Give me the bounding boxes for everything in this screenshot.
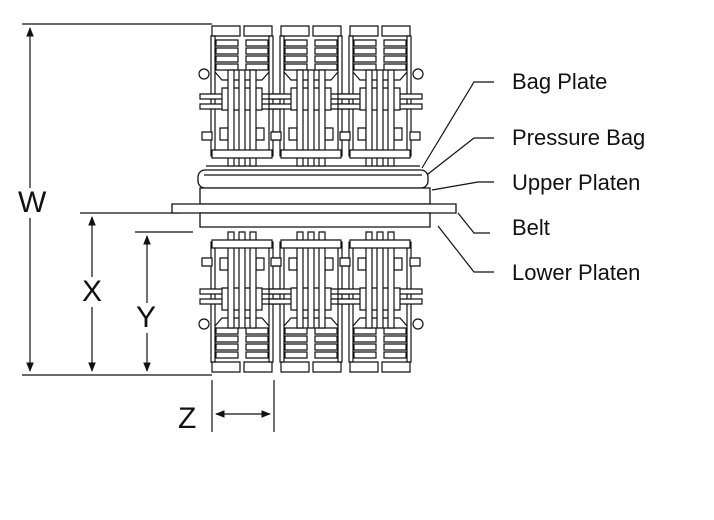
y-dimension-label: Y (135, 301, 158, 334)
lower-platen-label: Lower Platen (512, 260, 641, 285)
w-dimension-label: W (17, 186, 48, 219)
platen-layers (172, 166, 456, 227)
pressure-bag-label: Pressure Bag (512, 125, 646, 150)
lower-platen-leader (438, 226, 494, 272)
upper-platen-leader (432, 182, 494, 190)
upper-platen-shape (200, 188, 430, 204)
pressure-bag-shape (198, 170, 428, 188)
z-dimension-label: Z (178, 402, 197, 435)
lower-platen-shape (200, 213, 430, 227)
press-column-3 (338, 26, 423, 372)
press-frames (199, 26, 423, 372)
bag-plate-leader (422, 82, 494, 168)
x-dimension-label: X (81, 275, 104, 308)
belt-shape (172, 204, 456, 213)
bag-plate-label: Bag Plate (512, 69, 608, 94)
pressure-bag-leader (428, 138, 494, 174)
belt-label: Belt (512, 215, 550, 240)
belt-leader (458, 213, 490, 233)
callout-leaders (422, 82, 494, 272)
upper-platen-label: Upper Platen (512, 170, 641, 195)
